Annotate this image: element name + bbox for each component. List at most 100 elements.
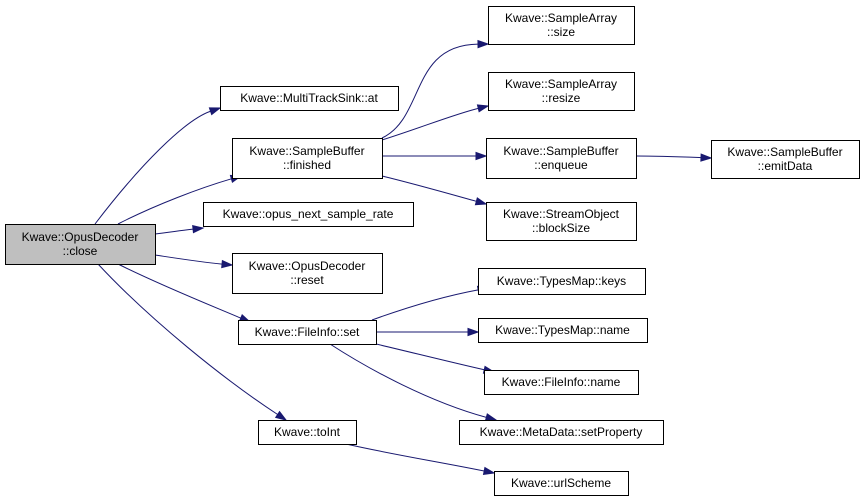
node-label: ::blockSize [532,221,590,235]
node-label: Kwave::OpusDecoder [22,230,139,244]
edge-line [117,178,232,225]
edge-line [381,107,479,141]
node-metadata_setproperty[interactable]: Kwave::MetaData::setProperty [459,420,664,445]
node-label: ::size [547,25,575,39]
node-samplebuffer_emitdata[interactable]: Kwave::SampleBuffer::emitData [711,140,860,179]
node-label: Kwave::FileInfo::set [255,325,360,339]
edge-line [381,43,479,139]
node-samplebuffer_enqueue[interactable]: Kwave::SampleBuffer::enqueue [486,138,637,179]
edge-samplebuffer_finished-to-samplebuffer_enqueue [381,151,488,161]
node-label: Kwave::TypesMap::name [495,323,630,337]
arrowhead-icon [484,413,498,422]
arrowhead-icon [274,410,288,421]
edge-line [94,110,211,225]
edge-line [97,263,278,415]
node-box [203,202,414,227]
node-box [711,140,860,179]
arrowhead-icon [208,107,222,116]
arrowhead-icon [700,153,713,162]
edge-root-to-multitracksink_at [94,107,222,225]
node-root: Kwave::OpusDecoder::close [5,224,156,265]
node-box [484,370,639,395]
arrowhead-icon [474,197,488,206]
node-label: ::resize [542,91,581,105]
node-opusdecoder_reset[interactable]: Kwave::OpusDecoder::reset [232,253,383,294]
node-label: Kwave::SampleArray [505,77,617,91]
node-samplebuffer_finished[interactable]: Kwave::SampleBuffer::finished [232,138,383,179]
node-box [478,318,648,343]
arrowhead-icon [192,224,205,234]
node-label: Kwave::OpusDecoder [249,259,366,273]
edge-line [154,228,194,235]
edge-fileinfo_set-to-typesmap_keys [371,285,490,321]
node-label: ::reset [290,273,324,287]
node-box [486,138,637,179]
edge-samplebuffer_enqueue-to-samplebuffer_emitdata [635,153,713,162]
node-label: Kwave::opus_next_sample_rate [223,207,394,221]
edge-toint-to-urlscheme [345,443,496,476]
node-box [488,6,635,45]
arrowhead-icon [467,327,480,337]
edge-line [375,343,485,371]
node-box [220,86,399,111]
node-multitracksink_at[interactable]: Kwave::MultiTrackSink::at [220,86,399,111]
node-box [459,420,664,445]
node-label: Kwave::urlScheme [511,476,611,490]
edge-fileinfo_set-to-fileinfo_name [375,343,496,374]
edge-line [117,263,241,319]
node-typesmap_name[interactable]: Kwave::TypesMap::name [478,318,648,343]
arrowhead-icon [475,151,488,161]
node-box [488,72,635,111]
arrowhead-icon [482,466,496,476]
edge-root-to-toint [97,263,288,421]
edge-line [381,175,477,202]
edge-samplebuffer_finished-to-samplearray_size [381,39,490,139]
edge-line [329,343,487,418]
node-fileinfo_name[interactable]: Kwave::FileInfo::name [484,370,639,395]
node-box [478,268,646,295]
node-box [232,138,383,179]
node-toint[interactable]: Kwave::toInt [258,420,357,445]
node-label: Kwave::SampleBuffer [503,144,618,158]
nodes-layer: Kwave::OpusDecoder::close Kwave::MultiTra… [5,6,860,496]
node-label: ::enqueue [534,158,588,172]
edge-samplebuffer_finished-to-samplearray_resize [381,104,490,141]
node-label: Kwave::toInt [274,425,341,439]
node-label: Kwave::MetaData::setProperty [480,425,643,439]
edge-line [371,289,479,321]
node-typesmap_keys[interactable]: Kwave::TypesMap::keys [478,268,646,295]
node-label: Kwave::SampleArray [505,11,617,25]
node-box [258,420,357,445]
arrowhead-icon [221,259,234,269]
node-label: Kwave::SampleBuffer [727,145,842,159]
node-fileinfo_set[interactable]: Kwave::FileInfo::set [238,320,377,345]
edge-root-to-opus_next_sample_rate [154,224,205,235]
edge-fileinfo_set-to-metadata_setproperty [329,343,498,422]
node-label: ::emitData [758,159,813,173]
node-opus_next_sample_rate[interactable]: Kwave::opus_next_sample_rate [203,202,414,227]
node-label: Kwave::FileInfo::name [502,375,621,389]
node-streamobject_blocksize[interactable]: Kwave::StreamObject::blockSize [486,202,637,241]
node-box [232,253,383,294]
node-box [494,471,629,496]
node-urlscheme[interactable]: Kwave::urlScheme [494,471,629,496]
edge-root-to-fileinfo_set [117,263,252,323]
node-label: Kwave::TypesMap::keys [497,274,626,288]
edge-line [635,155,702,159]
node-label: Kwave::MultiTrackSink::at [240,91,378,105]
node-label: Kwave::SampleBuffer [249,144,364,158]
node-box [238,320,377,345]
arrowhead-icon [477,39,490,49]
node-box [486,202,637,241]
arrowhead-icon [476,104,490,113]
node-samplearray_size[interactable]: Kwave::SampleArray::size [488,6,635,45]
node-label: Kwave::StreamObject [503,207,620,221]
node-box [5,224,156,265]
node-label: ::finished [283,158,331,172]
edge-fileinfo_set-to-typesmap_name [376,327,480,337]
node-samplearray_resize[interactable]: Kwave::SampleArray::resize [488,72,635,111]
edge-root-to-opusdecoder_reset [154,254,234,269]
edge-line [154,254,223,265]
edge-samplebuffer_finished-to-streamobject_blocksize [381,175,488,206]
